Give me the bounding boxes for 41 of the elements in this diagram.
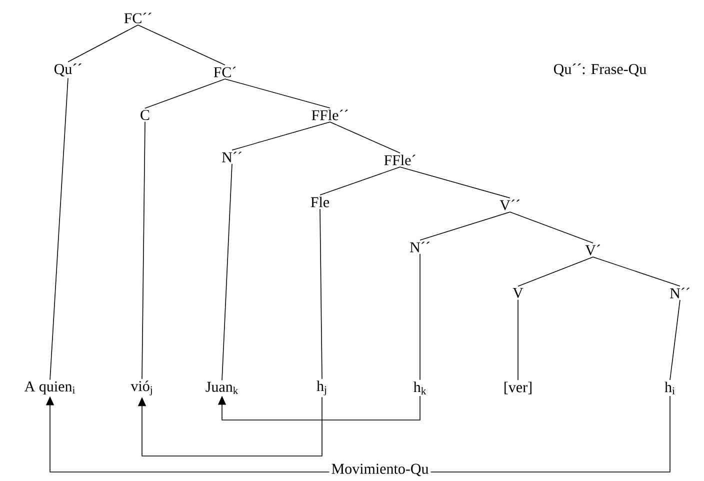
tree-branch [142, 121, 146, 380]
tree-branch [518, 256, 594, 287]
tree-branch [330, 122, 400, 154]
leaf-word: Juan$_{k}$ [206, 382, 238, 394]
tree-label: V´´ [500, 200, 520, 210]
tree-branch [400, 166, 510, 198]
tree-label: N´´ [222, 152, 242, 162]
tree-label: V [512, 288, 524, 298]
leaf-word: [ver] [504, 382, 532, 394]
tree-branch [68, 24, 138, 62]
movement-arrow [138, 396, 322, 456]
tree-label: FFle´ [384, 154, 416, 166]
tree-branch [50, 78, 68, 380]
leaf-word: h$_{i}$ [664, 382, 675, 394]
leaf-word: h$_{j}$ [316, 380, 326, 396]
note-text: Qu´´: Frase-Qu [554, 64, 646, 76]
tree-branch [224, 78, 330, 108]
tree-branch [420, 212, 510, 240]
leaf-word: h$_{k}$ [414, 382, 426, 394]
tree-branch [510, 212, 594, 244]
tree-label: V´ [585, 244, 600, 256]
leaf-word: A quien$_{i}$ [24, 381, 75, 395]
tree-label: N´´ [670, 288, 690, 298]
tree-branch [138, 24, 226, 66]
tree-label: FC´´ [124, 12, 152, 24]
tree-branch [222, 164, 232, 381]
edge-label: Movimiento-Qu [329, 462, 431, 478]
movement-arrow [218, 396, 420, 420]
tree-label: N´´ [410, 242, 430, 252]
tree-label: FC´ [214, 66, 236, 78]
tree-branch [670, 300, 680, 380]
tree-branch [232, 122, 330, 150]
tree-branch [592, 256, 680, 286]
tree-label: C [140, 110, 150, 120]
tree-label: FFle´´ [312, 110, 348, 120]
tree-label: Qu´´ [54, 64, 82, 76]
tree-label: Fle [310, 196, 330, 208]
tree-branch [144, 78, 226, 109]
tree-branch [320, 166, 400, 196]
leaf-word: vió$_{j}$ [130, 380, 152, 396]
tree-branch [320, 208, 322, 380]
